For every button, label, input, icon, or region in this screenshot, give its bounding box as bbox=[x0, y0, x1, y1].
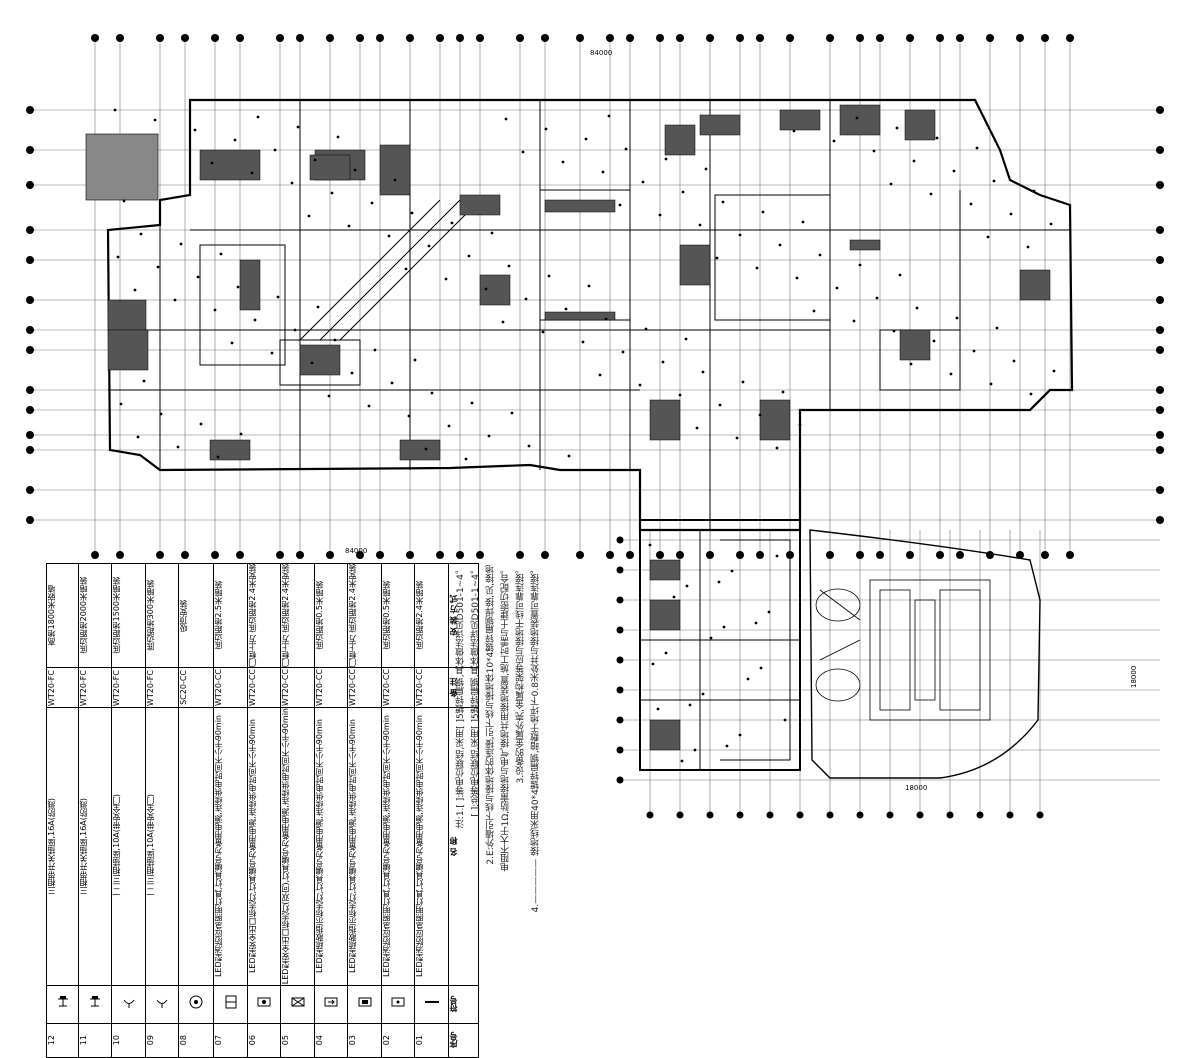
legend-remark-cell: 底边距地2.5米暗装 bbox=[213, 562, 248, 669]
legend-remark-row: 高地1800米嵌墙底边距地2000米暗装底边距地1500米暗装底边距地300米暗… bbox=[46, 562, 479, 669]
legend-symbol-dot-icon bbox=[381, 984, 415, 1024]
legend-symbol-arrow2-icon bbox=[347, 984, 382, 1024]
legend-name-row: 三相带开关插座,16A(防溅)三相带开关插座,16A(防溅)一二三相插座,10A… bbox=[46, 707, 479, 986]
note-line: 4.————— 接地线采用40*4镀锌扁钢,暗敷于地坪下0.8米处并与接地装置可… bbox=[531, 565, 541, 913]
note-line: 注:1.[ ]:等电位联结,采用[ ]5镀锌扁钢,具体做法详见D501-1~4。 bbox=[456, 565, 466, 829]
legend-name-cell: 一二三相插座,10A(带安全门) bbox=[145, 707, 179, 986]
legend-symbol-socket-icon bbox=[111, 984, 146, 1024]
legend-number-cell: 12 bbox=[46, 1022, 79, 1058]
legend-remark-cell: 门框上方 底边距地2.4米安装 bbox=[280, 562, 315, 669]
legend-name-cell: LED型消防应急照明灯具,灯具编号为备用电源,连续供电时间不小于90min bbox=[414, 707, 449, 986]
legend-name-cell: LED型疏散指示标志灯,灯具编号为备用电源,连续供电时间不小于90min bbox=[314, 707, 348, 986]
legend-symbol-socket3-icon bbox=[78, 984, 112, 1024]
legend-number-cell: 06 bbox=[247, 1022, 281, 1058]
note-line: [ ]:总等电位联结,采用[ ]5镀锌扁钢,具体做法详见D501-1~4。 bbox=[471, 565, 481, 817]
tower-core bbox=[815, 579, 991, 721]
legend-model-cell: SC20-CC bbox=[178, 667, 214, 709]
axis-bubbles bbox=[26, 34, 1164, 819]
legend-symbol-arrow-icon bbox=[314, 984, 348, 1024]
legend-number-cell: 11 bbox=[78, 1022, 112, 1058]
legend-remark-cell: 底边距地2000米暗装 bbox=[78, 562, 112, 669]
legend-model-cell: WT20-FC bbox=[145, 667, 179, 709]
legend-number-cell: 02 bbox=[381, 1022, 415, 1058]
legend-remark-cell: 底边距地0.5米暗装 bbox=[314, 562, 348, 669]
fixture-dots bbox=[113, 108, 1056, 763]
legend-number-cell: 01 bbox=[414, 1022, 449, 1058]
equipment-rooms bbox=[107, 104, 1051, 751]
dimension-labels: 84000 84000 18000 18000 bbox=[345, 49, 1138, 792]
floor-plan-drawing: 84000 84000 18000 18000 bbox=[26, 34, 1164, 819]
legend-remark-cell: 底边距地1500米暗装 bbox=[111, 562, 146, 669]
legend-table: 高地1800米嵌墙底边距地2000米暗装底边距地1500米暗装底边距地300米暗… bbox=[46, 562, 479, 1058]
legend-remark-cell: 门框上方 底边距地2.4米安装 bbox=[247, 562, 281, 669]
note-line: 电阻不大于1Ω,防雷接地与电气接地共用接地装置,施工时需与土建密切配合。 bbox=[501, 565, 511, 872]
legend-header-number: 序号 bbox=[448, 1022, 479, 1058]
legend-name-cell: LED型安全出口标志灯(双向),灯具编号为备用电源,连续供电时间不小于90min bbox=[280, 707, 315, 986]
legend-model-cell: WT20-CC bbox=[280, 667, 315, 709]
drawing-notes: 注:1.[ ]:等电位联结,采用[ ]5镀锌扁钢,具体做法详见D501-1~4。… bbox=[454, 565, 549, 912]
legend-number-cell: 05 bbox=[280, 1022, 315, 1058]
legend-symbol-socket-icon bbox=[145, 984, 179, 1024]
legend-name-cell: LED型安全出口标志灯,灯具编号为备用电源,连续供电时间不小于90min bbox=[247, 707, 281, 986]
legend-number-cell: 04 bbox=[314, 1022, 348, 1058]
legend-remark-cell: 门框上方 底边距地2.4米安装 bbox=[347, 562, 382, 669]
svg-text:84000: 84000 bbox=[345, 547, 367, 555]
svg-text:18000: 18000 bbox=[905, 784, 927, 792]
legend-model-cell: WT20-FC bbox=[78, 667, 112, 709]
legend-remark-cell: 高地1800米嵌墙 bbox=[46, 562, 79, 669]
legend-symbol-boxdot-icon bbox=[247, 984, 281, 1024]
legend-symbol-line-icon bbox=[414, 984, 449, 1024]
legend-number-cell: 07 bbox=[213, 1022, 248, 1058]
legend-name-cell: LED型消防应急照明灯具,灯具编号为备用电源,连续供电时间不小于90min bbox=[381, 707, 415, 986]
legend-name-cell bbox=[178, 707, 214, 986]
stair-block bbox=[85, 133, 159, 201]
legend-symbol-boxx-icon bbox=[280, 984, 315, 1024]
legend-remark-cell: 底边距地300米暗装 bbox=[145, 562, 179, 669]
legend-name-cell: 三相带开关插座,16A(防溅) bbox=[46, 707, 79, 986]
note-line: 2.E:外墙引下线与接地体的连接,引下线与接地体10*4镀锌扁钢焊接,见,接地 bbox=[486, 565, 496, 865]
legend-model-cell: WT20-CC bbox=[213, 667, 248, 709]
legend-model-cell: WT20-FC bbox=[46, 667, 79, 709]
legend-name-cell: LED型疏散指示标志灯,灯具编号为备用电源,连续供电时间不小于90min bbox=[347, 707, 382, 986]
legend-remark-cell: 底边距地0.5米暗装 bbox=[381, 562, 415, 669]
legend-model-cell: WT20-FC bbox=[111, 667, 146, 709]
legend-symbol-socket3-icon bbox=[46, 984, 79, 1024]
legend-model-cell: WT20-CC bbox=[414, 667, 449, 709]
legend-model-cell: WT20-CC bbox=[347, 667, 382, 709]
legend-symbol-row: 符号 bbox=[46, 984, 479, 1024]
legend-name-cell: 三相带开关插座,16A(防溅) bbox=[78, 707, 112, 986]
legend-model-cell: WT20-CC bbox=[381, 667, 415, 709]
legend-model-cell: WT20-CC bbox=[247, 667, 281, 709]
legend-header-symbol: 符号 bbox=[448, 984, 479, 1024]
svg-text:18000: 18000 bbox=[1130, 666, 1138, 688]
legend-number-cell: 08 bbox=[178, 1022, 214, 1058]
main-building-outline bbox=[106, 98, 1074, 532]
note-line: 3.设备的金属外壳,金属构架等应与接地干线可靠连接。 bbox=[516, 565, 526, 784]
legend-name-cell: 一二三相插座,10A(带安全门) bbox=[111, 707, 146, 986]
legend-model-cell: WT20-CC bbox=[314, 667, 348, 709]
legend-header-remark: 安 装 方 式 bbox=[448, 562, 479, 669]
tower-outline bbox=[809, 529, 1041, 779]
legend-number-cell: 03 bbox=[347, 1022, 382, 1058]
legend-remark-cell: 底边距地2.4米暗装 bbox=[414, 562, 449, 669]
legend-name-cell: LED型消防应急照明灯具,灯具编号为备用电源,连续供电时间不小于90min bbox=[213, 707, 248, 986]
legend-header-model: 备 注 bbox=[448, 667, 479, 709]
legend-remark-cell: 吸顶安装 bbox=[178, 562, 214, 669]
legend-number-cell: 10 bbox=[111, 1022, 146, 1058]
legend-symbol-circle-icon bbox=[178, 984, 214, 1024]
svg-text:84000: 84000 bbox=[590, 49, 612, 57]
legend-number-cell: 09 bbox=[145, 1022, 179, 1058]
legend-symbol-box-icon bbox=[213, 984, 248, 1024]
